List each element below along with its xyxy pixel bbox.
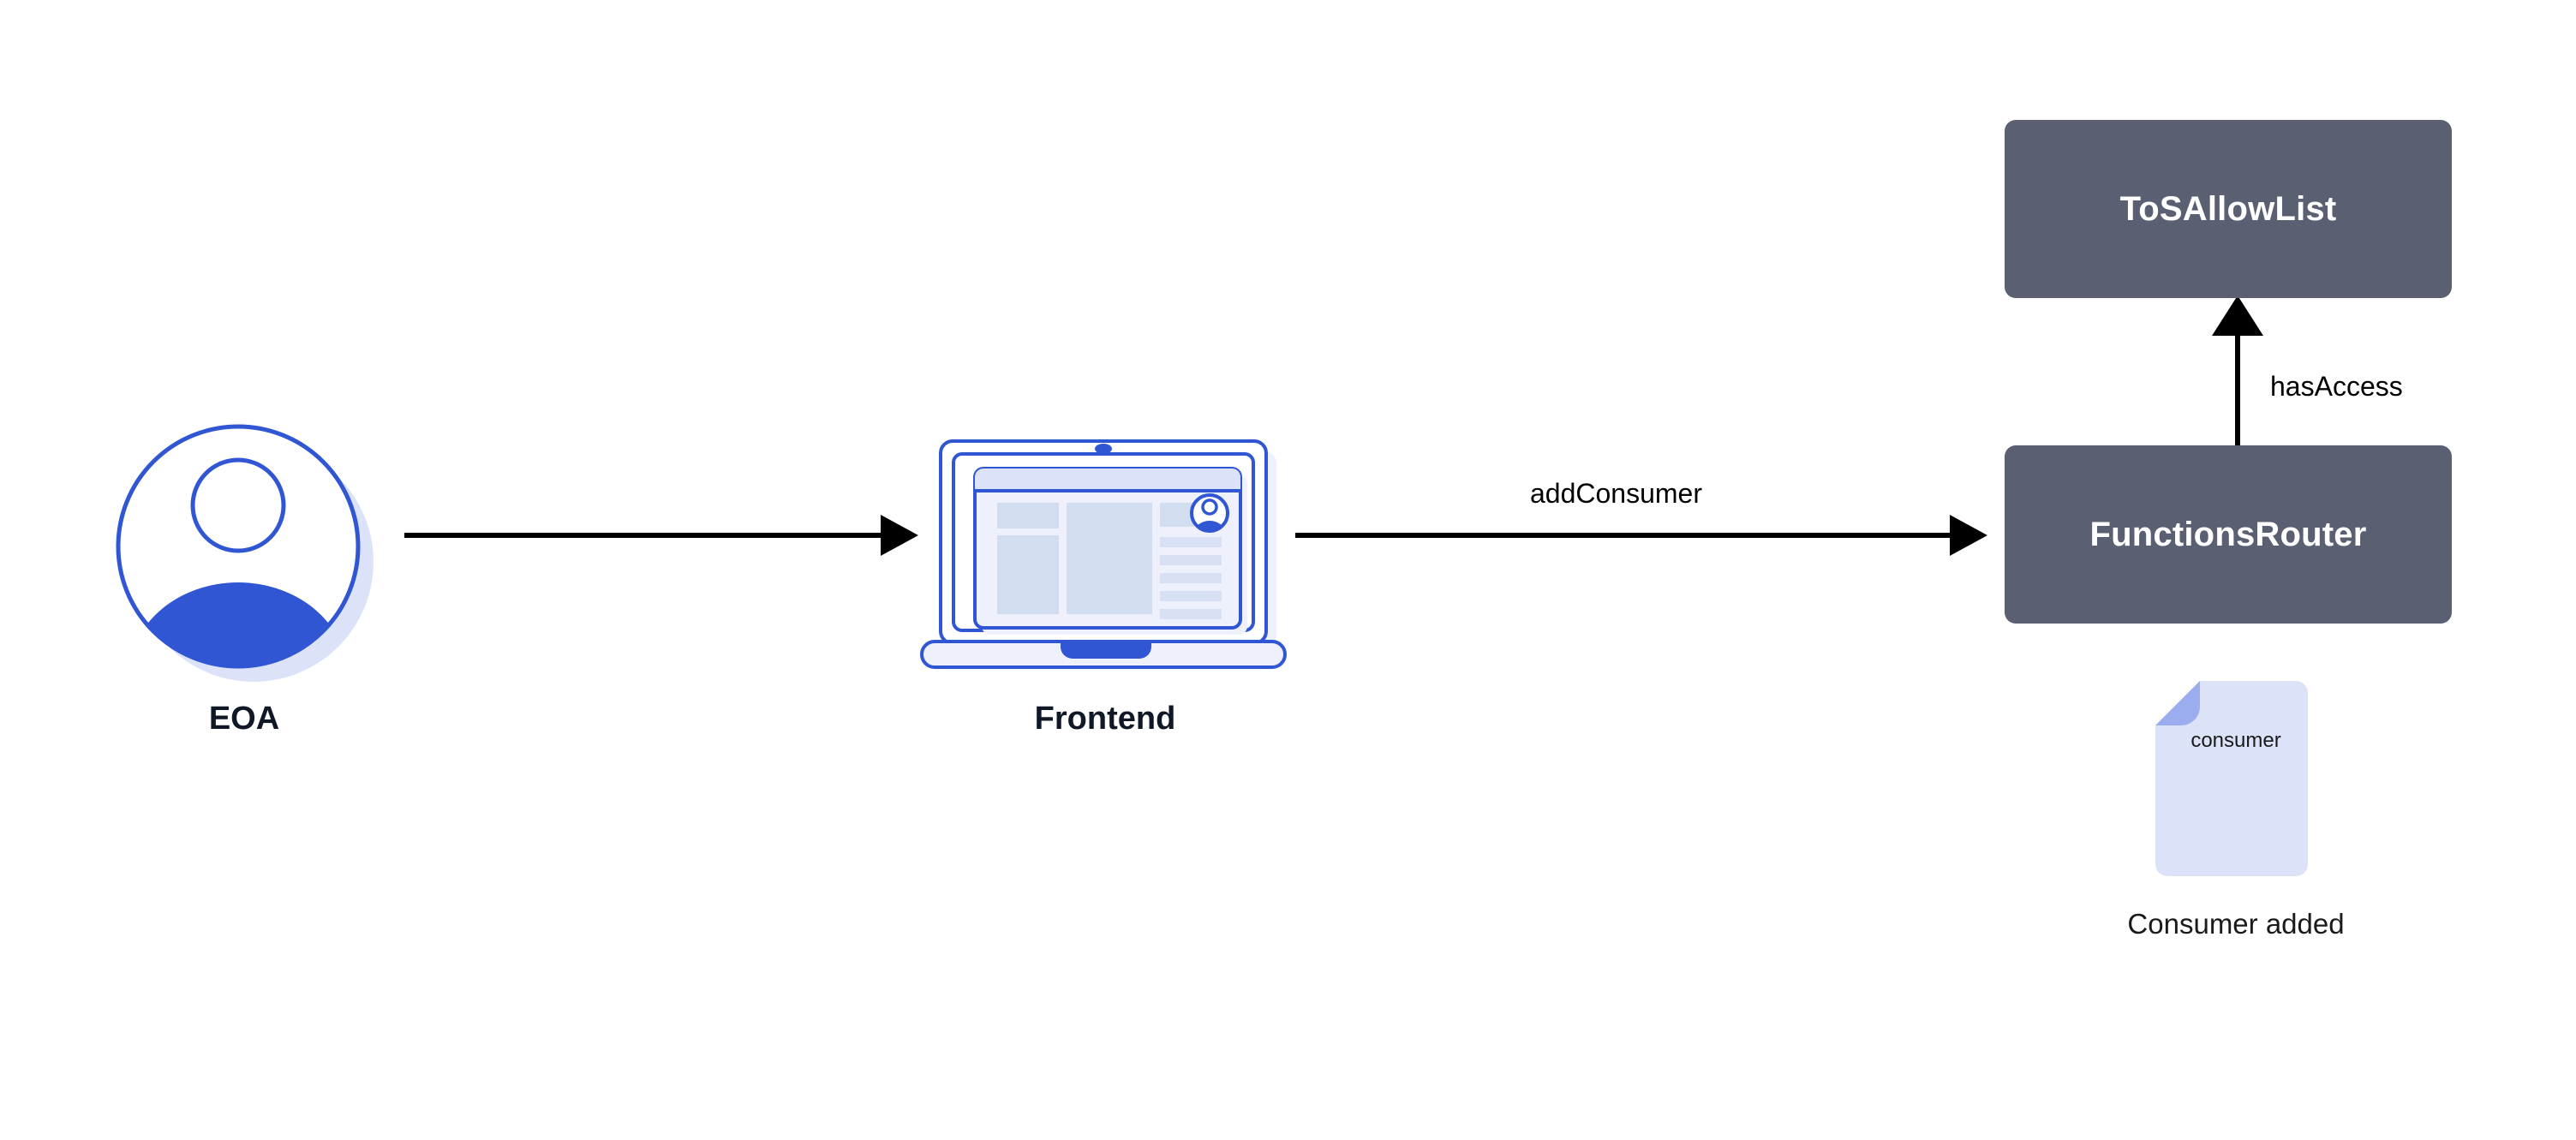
edge-label-has-access: hasAccess (2270, 371, 2403, 402)
document-icon (2155, 681, 2308, 876)
eoa-label: EOA (208, 701, 280, 737)
document-inner-label: consumer (2190, 729, 2281, 752)
functions-router-label: FunctionsRouter (2089, 516, 2367, 553)
screen-avatar-icon (1190, 493, 1229, 533)
frontend-label: Frontend (1034, 701, 1176, 737)
laptop-icon (920, 439, 1287, 669)
edge-label-add-consumer: addConsumer (1530, 478, 1702, 509)
consumer-added-caption: Consumer added (2127, 908, 2345, 940)
edge-router-to-allowlist (2212, 295, 2263, 445)
user-avatar-icon (116, 424, 374, 682)
functions-router-box[interactable]: FunctionsRouter (2005, 445, 2452, 624)
edge-eoa-to-frontend (404, 515, 918, 556)
tos-allow-list-box[interactable]: ToSAllowList (2005, 120, 2452, 298)
edge-frontend-to-router (1295, 515, 1987, 556)
tos-allow-list-label: ToSAllowList (2119, 190, 2337, 228)
